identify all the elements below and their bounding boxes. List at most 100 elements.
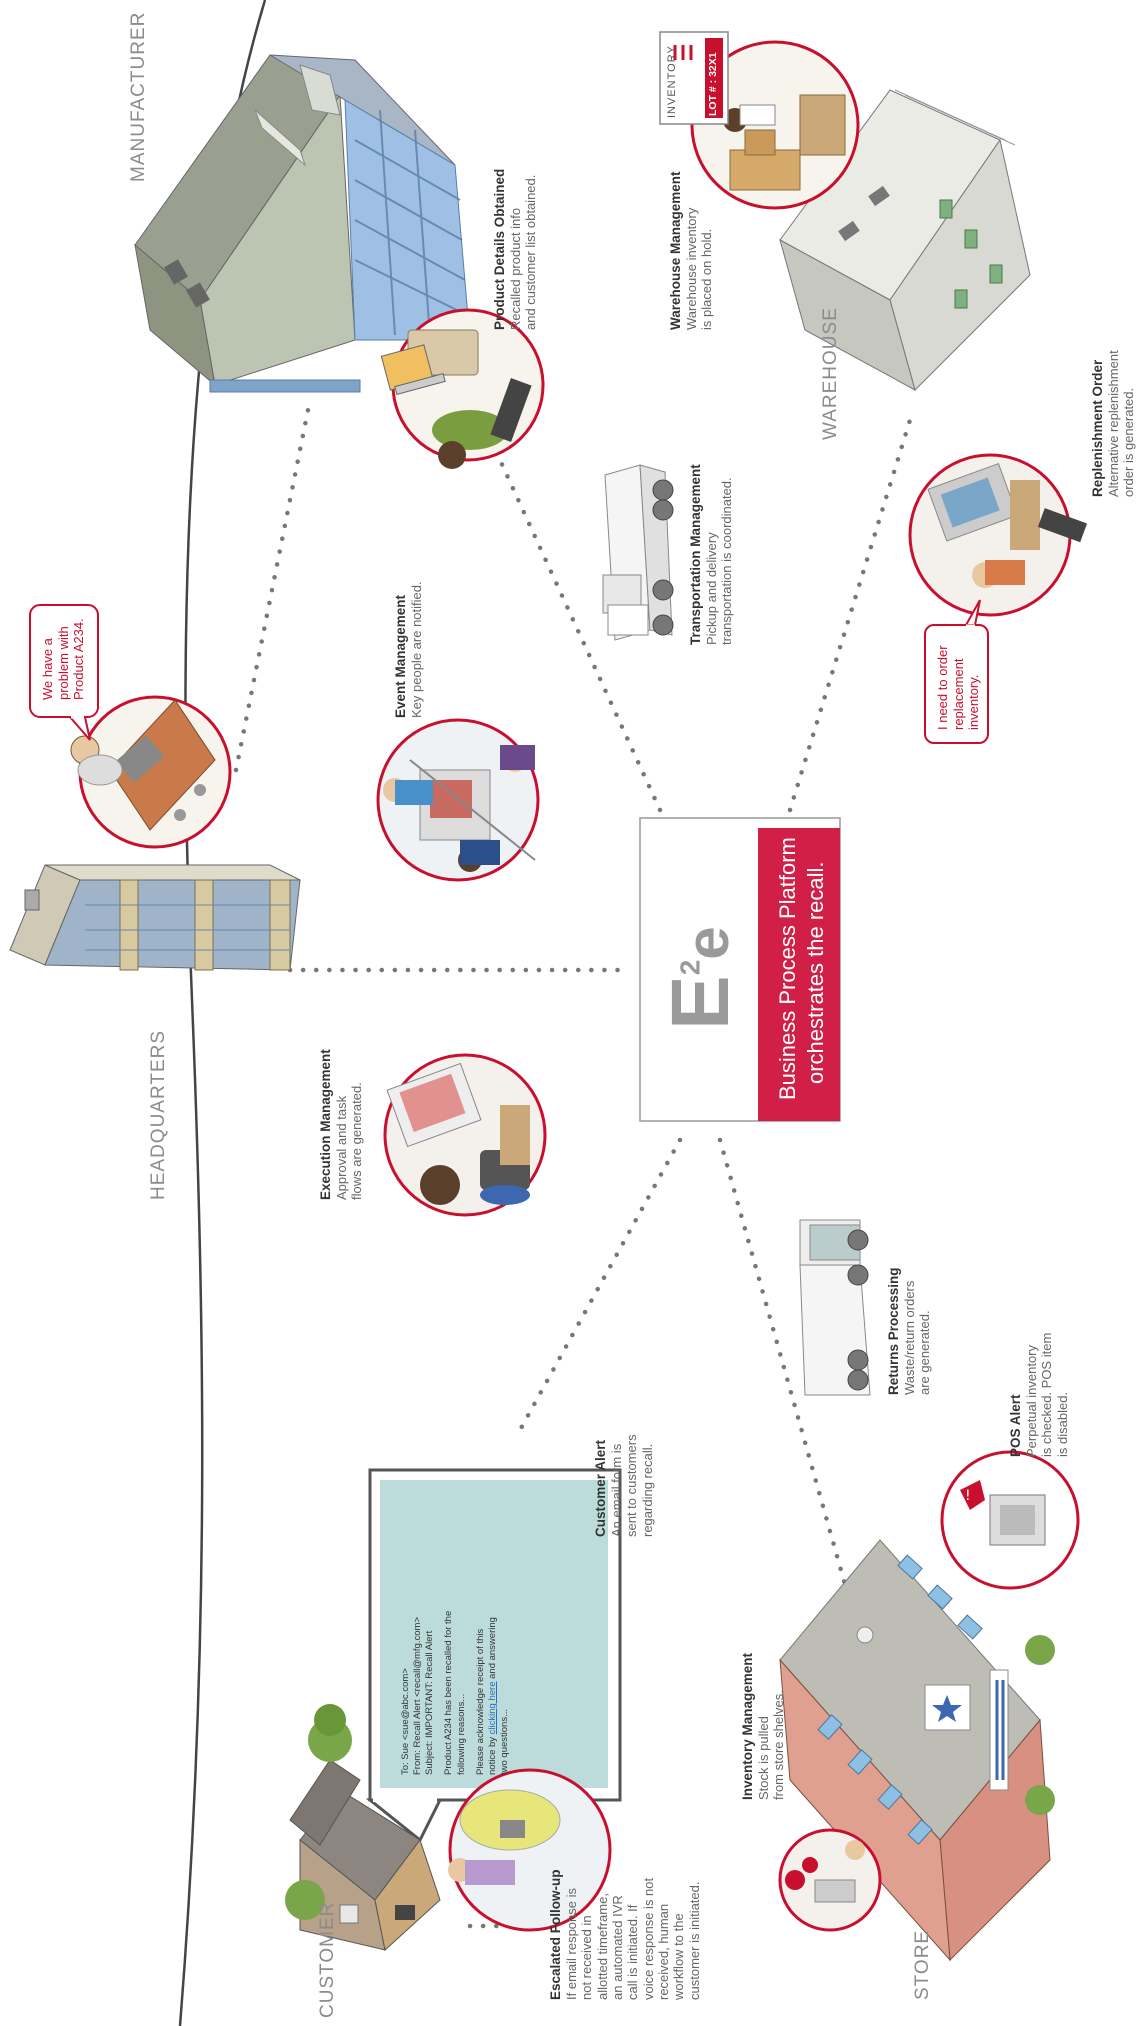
step-title: POS Alert [1008,1394,1023,1457]
returns-truck-illustration [799,1219,871,1396]
email-subject: Subject: IMPORTANT: Recall Alert [424,1630,436,1775]
step-execution-management: Execution Management Approval and task f… [318,1049,365,1200]
connector-warehouse [787,417,913,813]
platform-logo-e: E [655,975,746,1030]
step-inventory-management: Inventory Management Stock is pulled fro… [740,1653,787,1800]
step-line: If email response is [563,1888,579,2000]
step-line: is disabled. [1054,1391,1070,1457]
platform-caption-line1: Business Process Platform [775,837,800,1100]
location-label-headquarters: HEADQUARTERS [148,1029,169,1200]
step-line: transportation is coordinated. [719,477,735,645]
callout-line: problem with [55,626,71,700]
store-building-illustration [779,1539,1055,1962]
email-card [365,1468,622,1843]
customer-house-illustration [285,1704,441,1951]
inventory-sign [659,31,729,125]
step-line: Alternative replenishment [1105,350,1121,497]
email-body-line: Product A234 has been recalled for the [443,1610,455,1775]
step-returns-processing: Returns Processing Waste/return orders a… [886,1267,933,1395]
inventory-sign-title: INVENTORY [666,45,678,118]
step-customer-alert: Customer Alert An email form is sent to … [593,1434,655,1537]
location-label-customer: CUSTOMER [317,1901,338,2018]
step-line: Recalled product info [507,207,523,330]
step-title: Customer Alert [593,1439,608,1537]
warehouse-speech-bubble [924,599,989,744]
step-title: Execution Management [318,1049,333,1200]
step-transportation-management: Transportation Management Pickup and del… [688,464,735,645]
step-line: Pickup and delivery [703,532,719,645]
platform-logo-sup: 2 [674,959,706,976]
inventory-management-vignette [778,1828,882,1932]
step-line: An email form is [608,1443,624,1537]
step-line: Approval and task [333,1095,349,1200]
step-line: workflow to the [671,1913,687,2000]
replenishment-vignette [908,453,1088,617]
location-label-store: STORE [912,1929,933,2000]
step-title: Transportation Management [688,464,703,645]
platform-caption-line2: orchestrates the recall. [802,861,828,1084]
warehouse-building-illustration [779,89,1031,392]
product-details-vignette [380,308,545,469]
step-line: from store shelves. [771,1690,787,1800]
platform-logo-small-e: e [674,926,741,960]
step-title: Inventory Management [740,1652,755,1800]
step-line: not received in [579,1915,595,2000]
step-line: an automated IVR [609,1895,625,2000]
step-line: Perpetual inventory [1023,1344,1039,1457]
email-body-line: Please acknowledge receipt of this [474,1628,486,1775]
step-line: is placed on hold. [699,228,715,330]
email-from: From: Recall Alert <recall@mfg.com> [412,1617,424,1775]
location-label-manufacturer: MANUFACTURER [128,11,149,182]
inventory-sign-lot: LOT # : 32X1 [707,52,719,116]
step-title: Warehouse Management [668,171,683,330]
email-body-text: and answering [486,1617,498,1682]
step-line: Stock is pulled [755,1716,771,1800]
step-pos-alert: POS Alert Perpetual inventory is checked… [1008,1333,1070,1457]
execution-management-vignette [383,1053,547,1217]
step-title: Returns Processing [886,1267,901,1395]
warehouse-management-vignette [690,40,860,210]
dotted-connectors [233,397,913,1929]
email-body-text: notice by [486,1734,498,1775]
callout-line: replacement [950,658,966,730]
step-line: call is initiated. If [625,1904,641,2000]
email-body-line: two questions... [499,1708,511,1775]
email-to: To: Sue <sue@abc.com> [400,1668,411,1775]
step-line: order is generated. [1121,387,1136,497]
location-label-warehouse: WAREHOUSE [820,307,841,440]
platform-logo: E2e [655,926,746,1030]
step-line: customer is initiated. [686,1881,702,2001]
step-title: Product Details Obtained [492,168,507,330]
step-event-management: Event Management Key people are notified… [393,581,424,718]
step-line: received, human [655,1903,671,2000]
event-management-vignette [376,718,540,882]
connector-store [717,1137,858,1623]
step-line: voice response is not [640,1877,656,2000]
step-line: and customer list obtained. [523,174,539,330]
step-line: are generated. [917,1310,933,1395]
callout-line: inventory. [966,674,982,730]
step-line: regarding recall. [639,1443,655,1537]
connector-hq-callout [233,397,313,773]
manufacturer-building-illustration [134,54,471,393]
step-line: sent to customers [624,1434,640,1537]
hq-speech-bubble [29,604,99,741]
hq-worker-vignette [70,695,232,849]
platform-caption: Business Process Platform orchestrates t… [774,837,829,1100]
step-title: Event Management [393,594,408,718]
step-line: flows are generated. [349,1082,365,1200]
email-body-line: following reasons... [455,1693,467,1775]
step-product-details: Product Details Obtained Recalled produc… [492,169,539,330]
step-line: is checked. POS item [1039,1332,1055,1457]
customer-vignette [448,1768,612,1932]
connector-manufacturer [497,457,663,813]
svg-text:!: ! [965,1488,971,1504]
connector-customer [517,1137,683,1433]
step-line: Waste/return orders [901,1280,917,1395]
email-clicking-here-link[interactable]: clicking here [486,1681,498,1735]
step-title: Replenishment Order [1090,359,1105,497]
platform-box [639,817,841,1122]
step-line: Key people are notified. [408,581,424,718]
